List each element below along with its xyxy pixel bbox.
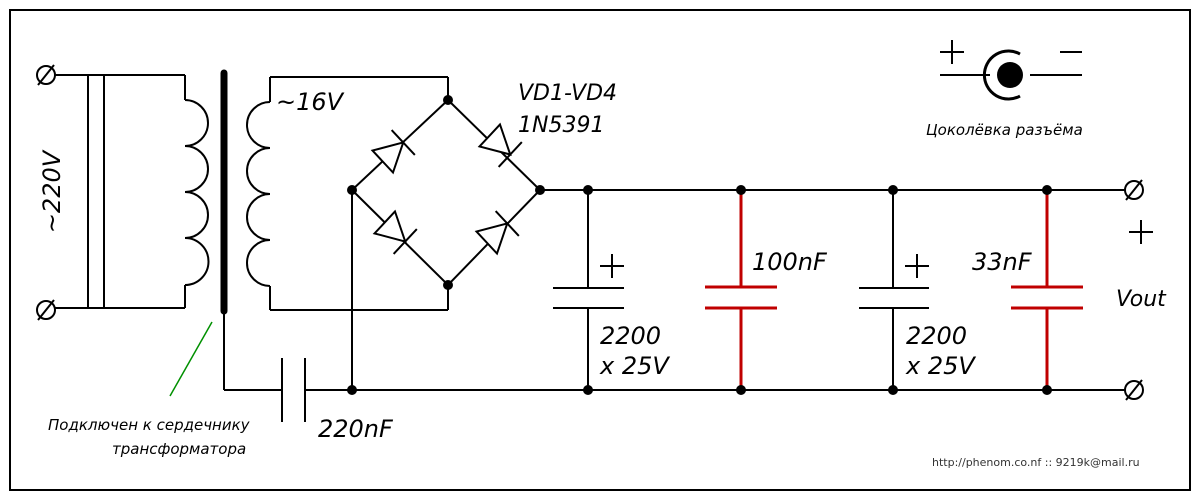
diodes xyxy=(370,122,523,256)
cap3-rating-label: x 25V xyxy=(905,352,976,380)
secondary-voltage-label: ~16V xyxy=(276,88,345,116)
core-note-line1: Подключен к сердечнику xyxy=(48,416,251,434)
diode-bridge xyxy=(350,99,542,287)
junctions xyxy=(347,62,1052,395)
ceramic-caps xyxy=(705,190,1083,390)
diode-vd4 xyxy=(474,210,520,256)
wires xyxy=(36,40,1153,422)
primary-winding xyxy=(184,99,210,286)
cap1-rating-label: x 25V xyxy=(599,352,670,380)
cap-core-label: 220nF xyxy=(318,415,394,443)
cap4-value-label: 33nF xyxy=(972,248,1033,276)
credit-text: http://phenom.co.nf :: 9219k@mail.ru xyxy=(932,456,1140,469)
diode-part-label: 1N5391 xyxy=(518,113,604,138)
cap-33nf xyxy=(1011,190,1083,390)
output-label: Vout xyxy=(1116,287,1167,312)
diode-vd2 xyxy=(477,122,523,168)
output-terminal-minus xyxy=(1124,380,1144,400)
diode-ref-label: VD1-VD4 xyxy=(518,81,617,106)
connector-pin xyxy=(997,62,1023,88)
diode-vd1 xyxy=(370,129,416,175)
connector-caption: Цоколёвка разъёма xyxy=(926,121,1083,139)
output-terminal-plus xyxy=(1124,180,1144,200)
diagram-border xyxy=(9,9,1191,491)
mains-voltage-label: ~220V xyxy=(38,149,66,233)
primary-terminal-bottom xyxy=(36,300,56,320)
connector-sleeve xyxy=(982,49,1021,101)
core-note-line2: трансформатора xyxy=(112,440,246,458)
cap-100nf xyxy=(705,190,777,390)
core-note-leader xyxy=(169,321,213,397)
cap2-value-label: 100nF xyxy=(752,248,828,276)
cap3-value-label: 2200 xyxy=(906,322,967,350)
cap1-value-label: 2200 xyxy=(600,322,661,350)
diode-vd3 xyxy=(372,209,418,255)
secondary-winding xyxy=(246,101,271,287)
